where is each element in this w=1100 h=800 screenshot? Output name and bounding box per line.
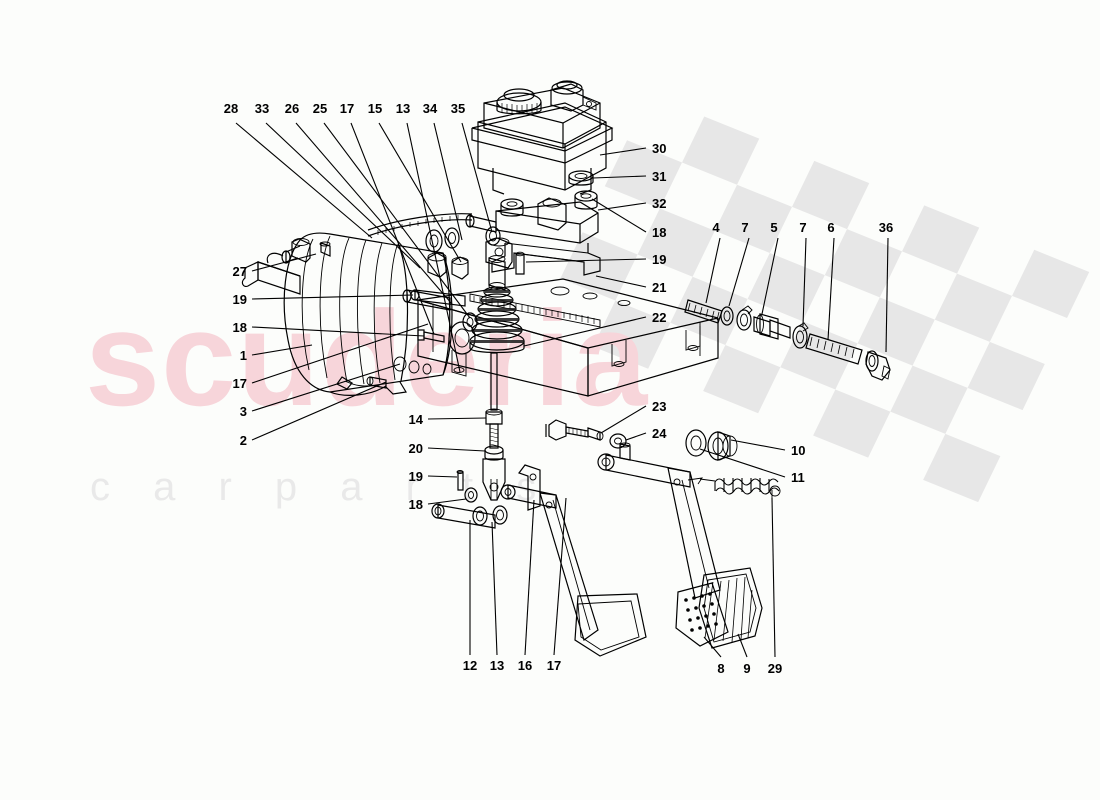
callout-17-bottom[interactable]: 17	[547, 658, 561, 673]
callout-2[interactable]: 2	[240, 433, 247, 448]
callout-24[interactable]: 24	[652, 426, 667, 441]
callout-29[interactable]: 29	[768, 661, 782, 676]
callout-13-top[interactable]: 13	[396, 101, 410, 116]
callout-21[interactable]: 21	[652, 280, 666, 295]
callout-22[interactable]: 22	[652, 310, 666, 325]
callout-group-hose-row: 4 7 5 7 6 36	[712, 220, 893, 235]
brake-fluid-reservoir	[471, 80, 614, 195]
callout-28[interactable]: 28	[224, 101, 238, 116]
callout-18-left[interactable]: 18	[233, 320, 247, 335]
brake-servo-booster	[241, 232, 453, 396]
callout-9[interactable]: 9	[743, 661, 750, 676]
reservoir-filler-cap	[496, 88, 542, 115]
callout-23[interactable]: 23	[652, 399, 666, 414]
callout-35[interactable]: 35	[451, 101, 465, 116]
callout-32[interactable]: 32	[652, 196, 666, 211]
callout-14[interactable]: 14	[409, 412, 424, 427]
pushrod-upper-linkage	[485, 237, 513, 291]
callout-13-bottom[interactable]: 13	[490, 658, 504, 673]
clevis-pin-and-bush	[431, 464, 541, 529]
callout-18-mid[interactable]: 18	[409, 497, 423, 512]
callout-12[interactable]: 12	[463, 658, 477, 673]
upper-hardware-cluster	[367, 213, 525, 375]
callout-6[interactable]: 6	[827, 220, 834, 235]
callout-group-bottom-left: 12 13 16 17	[463, 658, 561, 673]
callout-group-mid-right: 23 24 10 11	[652, 399, 805, 485]
callout-27[interactable]: 27	[233, 264, 247, 279]
callout-group-right-upper: 30 31 32 18 19 21 22	[652, 141, 666, 325]
callout-16[interactable]: 16	[518, 658, 532, 673]
callout-33[interactable]: 33	[255, 101, 269, 116]
callout-25[interactable]: 25	[313, 101, 327, 116]
clevis-fork	[482, 458, 506, 501]
brake-pedal	[597, 442, 763, 649]
rubber-bellows-boot	[469, 286, 525, 354]
callout-10[interactable]: 10	[791, 443, 805, 458]
callout-1[interactable]: 1	[240, 348, 247, 363]
callout-36[interactable]: 36	[879, 220, 893, 235]
leader-lines	[235, 122, 889, 658]
callout-30[interactable]: 30	[652, 141, 666, 156]
clutch-pedal-rubber-pad	[574, 593, 647, 657]
callout-8[interactable]: 8	[717, 661, 724, 676]
callout-34[interactable]: 34	[423, 101, 438, 116]
callout-31[interactable]: 31	[652, 169, 666, 184]
callout-15[interactable]: 15	[368, 101, 382, 116]
callout-4[interactable]: 4	[712, 220, 720, 235]
clutch-pedal	[500, 484, 647, 657]
callout-group-top-row: 28 33 26 25 17 15 13 34 35	[224, 101, 465, 116]
callout-17-top[interactable]: 17	[340, 101, 354, 116]
callout-7-b[interactable]: 7	[799, 220, 806, 235]
reservoir-grommet	[568, 170, 594, 186]
callout-19-left[interactable]: 19	[233, 292, 247, 307]
watermark-brand: scuderia	[85, 283, 648, 434]
callout-7-a[interactable]: 7	[741, 220, 748, 235]
master-cylinder-pushrod	[482, 352, 506, 501]
callout-11[interactable]: 11	[791, 470, 805, 485]
callout-5[interactable]: 5	[770, 220, 777, 235]
flexible-hose-assembly	[684, 299, 891, 381]
brake-pedal-rubber-pad	[698, 567, 763, 649]
checkered-flag-icon	[560, 116, 1090, 503]
callout-19-mid[interactable]: 19	[409, 469, 423, 484]
callout-3[interactable]: 3	[240, 404, 247, 419]
pedal-pivot-bushings	[685, 429, 738, 461]
callout-17-left[interactable]: 17	[233, 376, 247, 391]
callout-group-mid-left: 14 20 19 18	[409, 412, 424, 512]
callout-19-upper[interactable]: 19	[652, 252, 666, 267]
callout-group-left-column: 27 19 18 1 17 3 2	[233, 264, 247, 448]
callout-group-bottom-right: 8 9 29	[717, 661, 782, 676]
reservoir-level-switch	[550, 80, 597, 112]
callout-20[interactable]: 20	[409, 441, 423, 456]
callout-26[interactable]: 26	[285, 101, 299, 116]
booster-mounting-hardware	[336, 376, 387, 390]
brake-light-switch	[545, 419, 627, 449]
callout-18-upper[interactable]: 18	[652, 225, 666, 240]
